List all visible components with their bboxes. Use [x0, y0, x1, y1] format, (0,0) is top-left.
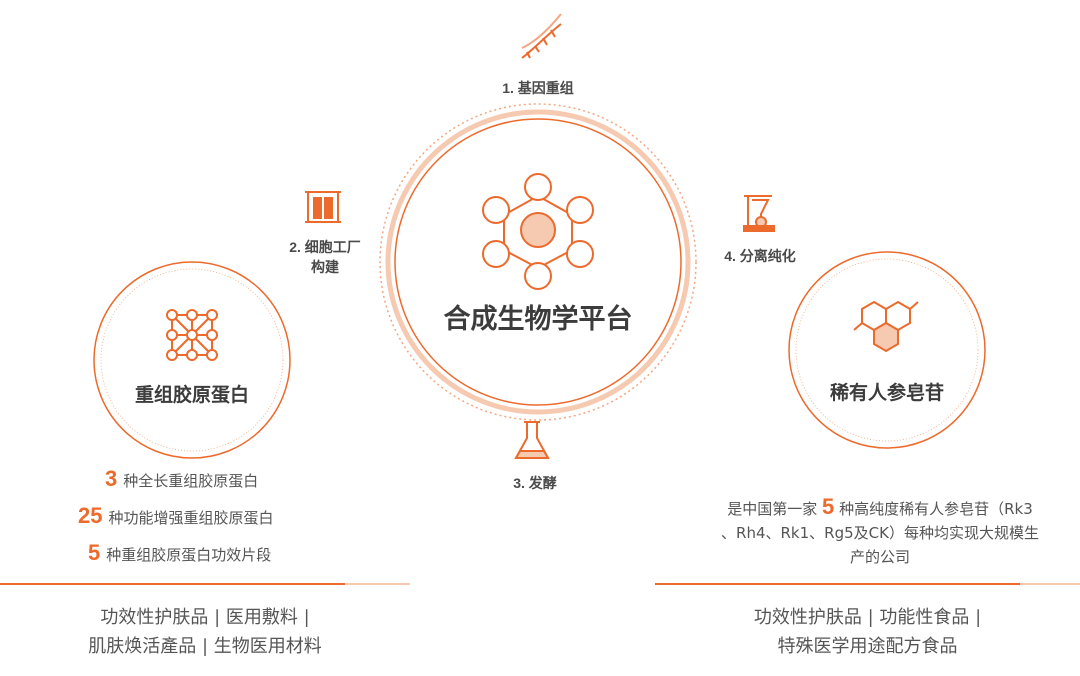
flask-icon	[514, 421, 550, 459]
step-cell-factory-line1: 2. 细胞工厂	[289, 239, 361, 255]
stat-text: 种全长重组胶原蛋白	[123, 472, 259, 490]
desc-line2: 、Rh4、Rk1、Rg5及CK）每种均实现大规模生	[721, 524, 1039, 542]
stat-text: 种功能增强重组胶原蛋白	[108, 509, 274, 527]
desc-line3: 产的公司	[849, 548, 910, 566]
stat-number: 25	[78, 503, 103, 528]
stat-full-length: 3 种全长重组胶原蛋白	[105, 466, 258, 492]
step-cell-factory: 2. 细胞工厂 构建	[265, 237, 385, 277]
desc-line1: 是中国第一家 5 种高纯度稀有人参皂苷（Rk3	[727, 494, 1033, 519]
collagen-lattice-icon	[166, 309, 218, 361]
left-applications: 功效性护肤品 | 医用敷料 | 肌肤焕活產品 | 生物医用材料	[0, 603, 410, 661]
step-separation-purification: 4. 分离纯化	[724, 248, 796, 264]
center-circle	[379, 103, 697, 421]
left-circle	[93, 261, 291, 459]
stat-number: 5	[88, 540, 101, 565]
right-applications-line2: 特殊医学用途配方食品	[777, 636, 958, 657]
right-description: 是中国第一家 5 种高纯度稀有人参皂苷（Rk3 、Rh4、Rk1、Rg5及CK）…	[680, 495, 1080, 569]
stat-efficacy-fragments: 5 种重组胶原蛋白功效片段	[88, 540, 271, 566]
separation-funnel-icon	[743, 195, 775, 232]
desc-number: 5	[822, 494, 835, 519]
dna-icon	[521, 13, 562, 59]
step-cell-factory-line2: 构建	[311, 259, 339, 275]
center-title: 合成生物学平台	[443, 304, 633, 335]
right-applications: 功效性护肤品 | 功能性食品 | 特殊医学用途配方食品	[655, 603, 1080, 661]
stat-text: 种重组胶原蛋白功效片段	[106, 546, 272, 564]
hexagon-molecule-icon	[853, 300, 919, 353]
molecular-network-icon	[482, 173, 594, 290]
left-applications-line2: 肌肤焕活產品 | 生物医用材料	[88, 636, 322, 657]
bioreactor-icon	[305, 191, 341, 223]
step-fermentation: 3. 发酵	[513, 475, 557, 491]
stat-function-enhanced: 25 种功能增强重组胶原蛋白	[78, 503, 274, 529]
left-applications-line1: 功效性护肤品 | 医用敷料 |	[100, 607, 310, 628]
step-gene-recombination: 1. 基因重组	[502, 80, 574, 96]
right-applications-line1: 功效性护肤品 | 功能性食品 |	[753, 607, 982, 628]
right-circle-title: 稀有人参皂苷	[829, 382, 944, 404]
left-circle-title: 重组胶原蛋白	[134, 384, 249, 406]
stat-number: 3	[105, 466, 118, 491]
right-circle	[788, 251, 986, 449]
